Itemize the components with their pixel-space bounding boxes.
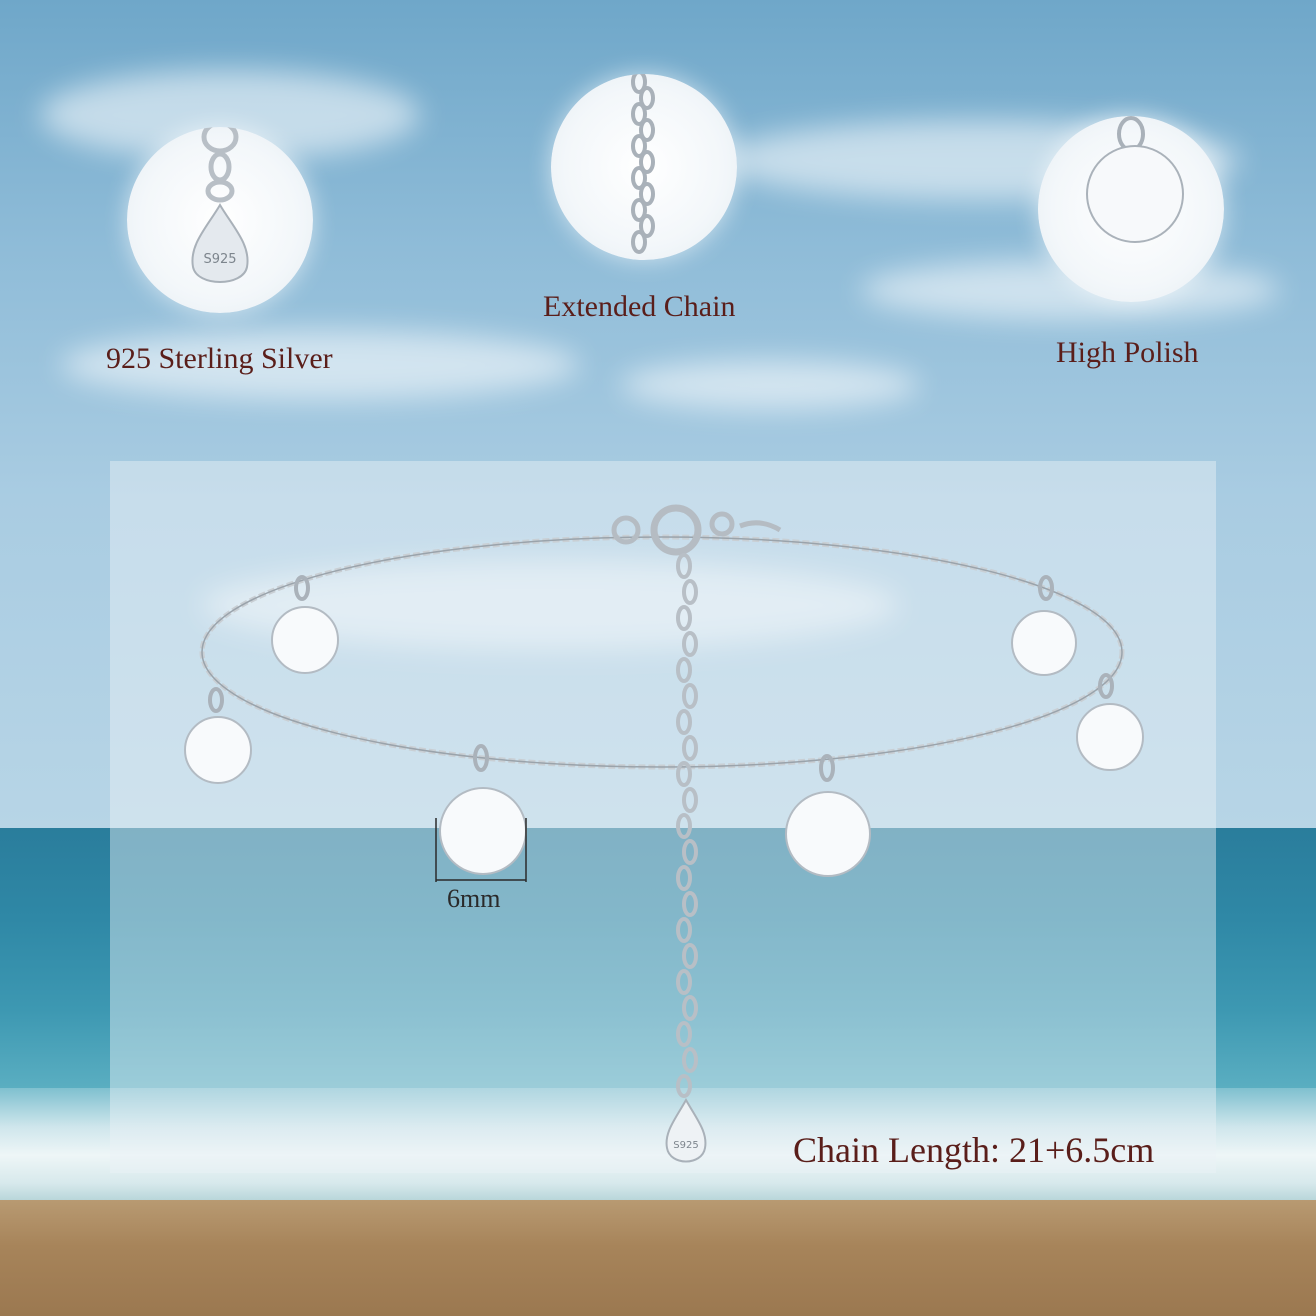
- stamp-text: S925: [203, 252, 236, 267]
- disc-charm: [1076, 673, 1144, 771]
- bracelet-chain-outline: [201, 536, 1123, 768]
- sand-background: [0, 1200, 1316, 1316]
- spring-clasp: [611, 504, 782, 556]
- disc-charm: [1011, 575, 1077, 676]
- product-panel: [110, 461, 1216, 1173]
- extended-chain-closeup: [551, 74, 737, 260]
- sterling-silver-label: 925 Sterling Silver: [106, 342, 333, 375]
- extender-chain: [676, 553, 698, 1098]
- teardrop-tag-icon: S925: [191, 127, 249, 283]
- cloud: [620, 360, 920, 410]
- sea-background: [0, 828, 1316, 1088]
- disc-charm: [271, 575, 339, 674]
- tag-stamp-text: S925: [673, 1140, 698, 1151]
- extended-chain-label: Extended Chain: [543, 290, 736, 323]
- cloud: [60, 330, 580, 400]
- pendant-size-label: 6mm: [447, 884, 501, 913]
- chain-links-icon: [631, 74, 655, 254]
- teardrop-tag: S925: [665, 1097, 707, 1163]
- disc-charm: [439, 744, 527, 875]
- size-measure-bracket: [435, 818, 527, 882]
- bracelet-chain: [199, 534, 1125, 770]
- sterling-silver-closeup: S925: [127, 127, 313, 313]
- round-disc-icon: [1086, 116, 1184, 243]
- high-polish-label: High Polish: [1056, 336, 1199, 369]
- high-polish-closeup: [1038, 116, 1224, 302]
- disc-charm: [184, 687, 252, 784]
- disc-charm: [785, 754, 871, 877]
- surf-background: [0, 1088, 1316, 1200]
- chain-length-label: Chain Length: 21+6.5cm: [793, 1130, 1155, 1170]
